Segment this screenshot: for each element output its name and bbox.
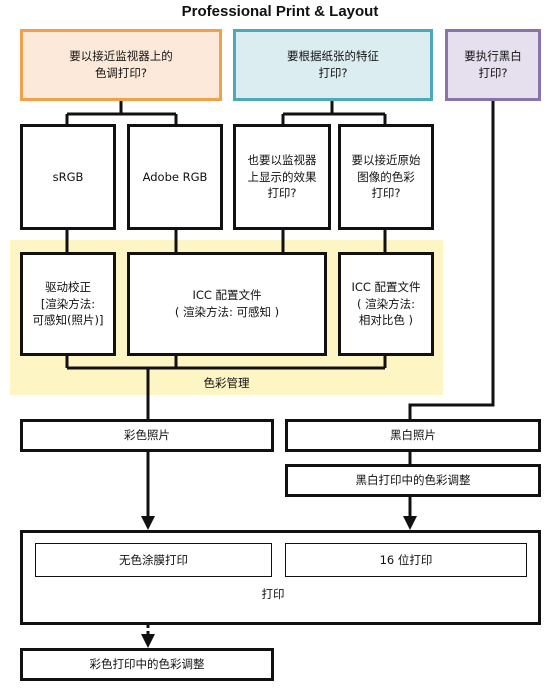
original-color-question: 要以接近原始 图像的色彩 打印? [338,124,434,230]
icc-relative-box: ICC 配置文件 ( 渲染方法: 相对比色 ) [338,252,434,356]
connector [65,355,387,370]
bw-color-adjust-box: 黑白打印中的色彩调整 [285,464,541,497]
colorless-coating-print: 无色涂膜打印 [35,543,272,577]
arrow-head [141,516,155,530]
srgb-box: sRGB [20,124,116,230]
icc-perceptual-box: ICC 配置文件 ( 渲染方法: 可感知 ) [127,252,327,356]
color-print-adjust-box: 彩色打印中的色彩调整 [20,648,274,681]
color-photo-box: 彩色照片 [20,419,274,452]
arrow-head [141,634,155,648]
connector [65,229,387,252]
bit16-print: 16 位打印 [285,543,527,577]
bw-photo-box: 黑白照片 [285,419,541,452]
driver-correction-box: 驱动校正 [渲染方法: 可感知(照片)] [20,252,116,356]
connector [281,100,387,124]
color-management-label: 色彩管理 [203,376,250,390]
question-monitor-color: 要以接近监视器上的 色调打印? [20,29,222,101]
connector [408,100,495,419]
adobe-rgb-box: Adobe RGB [127,124,223,230]
monitor-effect-question: 也要以监视器 上显示的效果 打印? [233,124,331,230]
diagram-title: Professional Print & Layout [181,3,379,20]
question-black-white: 要执行黑白 打印? [445,29,541,101]
arrow-head [403,516,417,530]
print-label: 打印 [261,587,285,601]
question-paper-features: 要根据纸张的特征 打印? [233,29,433,101]
connector [65,100,178,124]
